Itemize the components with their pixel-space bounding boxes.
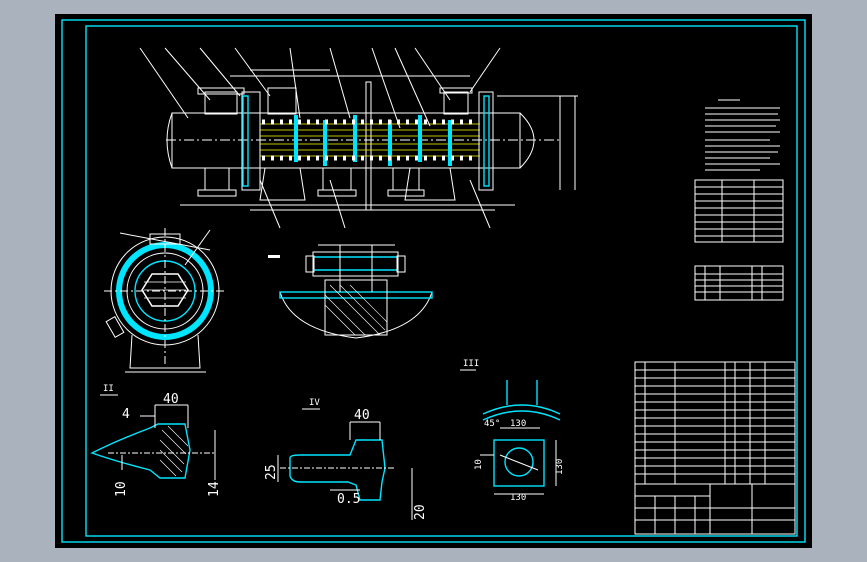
- inner-frame: [85, 25, 798, 537]
- dim-iii-left: 10: [474, 459, 484, 470]
- dim-ii-bottom-right: 14: [207, 481, 222, 497]
- dim-ii-bottom-left: 10: [114, 481, 129, 497]
- dim-iv-left: 25: [264, 464, 279, 480]
- dim-iii-height: 130: [555, 459, 565, 475]
- dim-iv-right: 20: [413, 504, 428, 520]
- title-block: [634, 483, 796, 535]
- dim-iv-top: 40: [354, 408, 370, 423]
- dim-ii-top: 40: [163, 392, 179, 407]
- outer-frame: [61, 19, 806, 543]
- dim-iv-bottom: 0.5: [337, 492, 360, 507]
- tubesheet-detail: [268, 244, 433, 339]
- technical-notes: [705, 99, 780, 171]
- section-label-iii: III: [463, 359, 479, 369]
- dim-ii-left: 4: [122, 407, 130, 422]
- heat-exchanger-elevation: [139, 47, 578, 229]
- detail-ii: II 40 4 10 14: [90, 384, 222, 497]
- dim-iii-angle: 45°: [484, 419, 500, 429]
- parts-list-table: [634, 361, 796, 485]
- design-data-table: [694, 179, 784, 243]
- section-label-iv: IV: [309, 398, 320, 408]
- cross-section-view: [104, 228, 226, 373]
- detail-iii: III 130 45° 130 130 10: [460, 359, 565, 503]
- drawing-sheet: [55, 14, 812, 548]
- nozzle-table: [694, 265, 784, 301]
- section-label-ii: II: [103, 384, 114, 394]
- detail-iv: IV 40 25 0.5 20: [264, 398, 428, 520]
- dim-iii-bottom: 130: [510, 493, 526, 503]
- dim-iii-width: 130: [510, 419, 526, 429]
